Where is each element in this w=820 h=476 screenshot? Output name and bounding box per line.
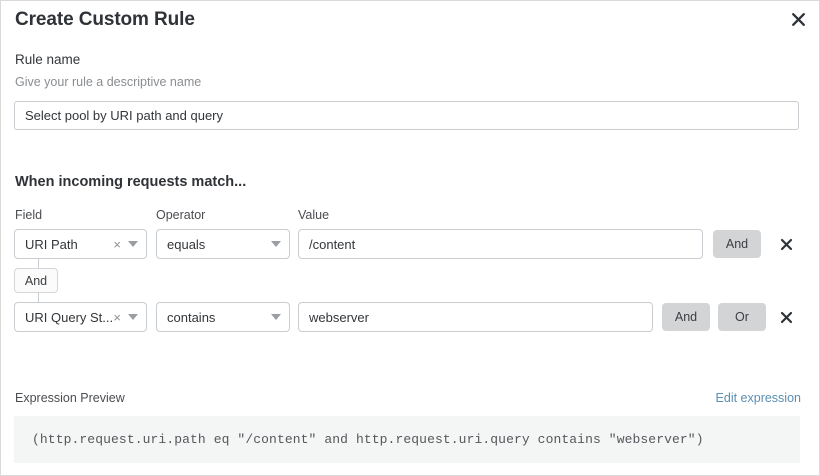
expression-preview-box: (http.request.uri.path eq "/content" and… (14, 416, 800, 463)
field-select-row2-value: URI Query St... (25, 309, 114, 325)
condition-row: URI Query St... × contains And Or (1, 302, 820, 332)
field-select-row1[interactable]: URI Path × (14, 229, 147, 259)
chevron-down-icon (128, 314, 138, 320)
match-section-heading: When incoming requests match... (15, 174, 247, 190)
close-icon (791, 12, 805, 26)
close-icon (780, 238, 792, 250)
operator-select-row1[interactable]: equals (156, 229, 290, 259)
value-input-row2[interactable] (298, 302, 653, 332)
operator-select-row1-value: equals (167, 236, 206, 252)
chevron-down-icon (271, 314, 281, 320)
group-connector-and-badge[interactable]: And (14, 268, 58, 293)
expression-preview-label: Expression Preview (15, 391, 125, 405)
edit-expression-link[interactable]: Edit expression (715, 391, 801, 405)
and-button-row2[interactable]: And (662, 303, 710, 331)
row-connector-line-top (38, 259, 39, 269)
operator-select-row2[interactable]: contains (156, 302, 290, 332)
dialog-title: Create Custom Rule (15, 9, 195, 30)
close-dialog-button[interactable] (786, 7, 810, 31)
operator-select-row2-value: contains (167, 309, 216, 325)
rule-name-input[interactable] (14, 101, 799, 130)
remove-condition-row1-button[interactable] (773, 230, 799, 258)
close-small-icon[interactable]: × (113, 236, 121, 252)
column-header-operator: Operator (156, 208, 206, 222)
rule-name-label: Rule name (15, 52, 81, 67)
chevron-down-icon (128, 241, 138, 247)
value-input-row1[interactable] (298, 229, 703, 259)
close-icon (780, 311, 792, 323)
row-connector-line-bottom (38, 293, 39, 302)
remove-condition-row2-button[interactable] (773, 303, 799, 331)
chevron-down-icon (271, 241, 281, 247)
condition-row: URI Path × equals And (1, 229, 820, 259)
column-header-field: Field (15, 208, 43, 222)
and-button-row1[interactable]: And (713, 230, 761, 258)
field-select-row1-value: URI Path (25, 236, 78, 252)
column-header-value: Value (298, 208, 330, 222)
rule-name-help-text: Give your rule a descriptive name (15, 75, 202, 89)
close-small-icon[interactable]: × (113, 309, 121, 325)
or-button-row2[interactable]: Or (718, 303, 766, 331)
field-select-row2[interactable]: URI Query St... × (14, 302, 147, 332)
expression-preview-code: (http.request.uri.path eq "/content" and… (32, 432, 704, 447)
